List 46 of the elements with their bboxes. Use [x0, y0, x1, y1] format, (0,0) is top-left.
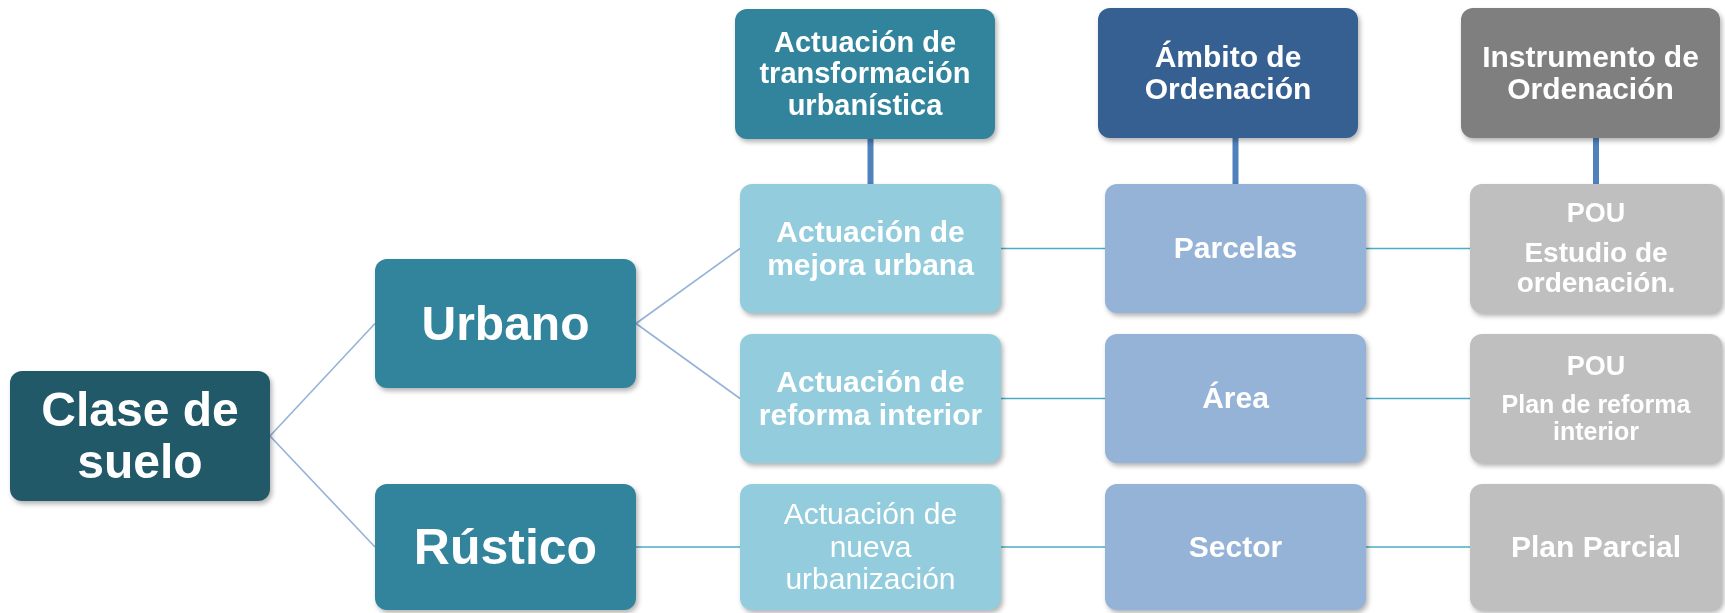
connector-line	[635, 546, 741, 548]
category-box	[375, 259, 636, 388]
box-text: Ámbito de Ordenación	[1143, 40, 1313, 106]
category-box	[740, 484, 1001, 610]
connector-line	[269, 435, 376, 548]
heading-text: POU	[1566, 198, 1626, 228]
category-box	[375, 484, 636, 610]
connector-line	[1000, 546, 1106, 548]
box-text: Actuación de reforma interior	[757, 366, 984, 431]
category-box	[1105, 184, 1366, 313]
box-text: Plan Parcial	[1510, 530, 1682, 564]
connector-line	[1365, 247, 1471, 250]
box-text: Actuación de nueva urbanización	[782, 498, 959, 596]
category-box	[1105, 334, 1366, 463]
category-box	[740, 334, 1001, 463]
box-text: Área	[1202, 382, 1269, 415]
box-text: Clase de suelo	[40, 384, 240, 488]
connector-line	[1000, 247, 1106, 250]
box-text: Actuación de mejora urbana	[766, 216, 975, 281]
category-box	[1470, 184, 1722, 313]
connector-bar	[1593, 138, 1599, 184]
heading-text: POU	[1566, 351, 1626, 382]
box-text: Actuación de transformación urbanística	[758, 27, 972, 121]
box-text: Estudio de ordenación.	[1515, 237, 1677, 299]
box-text: Instrumento de Ordenación	[1481, 40, 1700, 106]
connector-bar	[867, 139, 874, 184]
category-box	[1461, 8, 1720, 138]
connector-line	[269, 322, 376, 437]
category-box	[10, 371, 270, 501]
connector-bar	[1232, 138, 1239, 184]
connector-line	[635, 247, 741, 325]
box-text: Urbano	[421, 297, 590, 350]
connector-line	[1365, 546, 1471, 548]
category-box	[1470, 334, 1722, 463]
box-text: Plan de reforma interior	[1500, 391, 1692, 446]
box-text: Parcelas	[1173, 232, 1298, 265]
category-box	[735, 9, 995, 139]
connector-line	[635, 322, 741, 400]
category-box	[740, 184, 1001, 313]
category-box	[1098, 8, 1358, 138]
category-box	[1470, 484, 1722, 610]
box-text: Sector	[1188, 530, 1283, 564]
connector-line	[1000, 397, 1106, 400]
box-text: Rústico	[413, 520, 598, 574]
category-box	[1105, 484, 1366, 610]
connector-line	[1365, 397, 1471, 400]
